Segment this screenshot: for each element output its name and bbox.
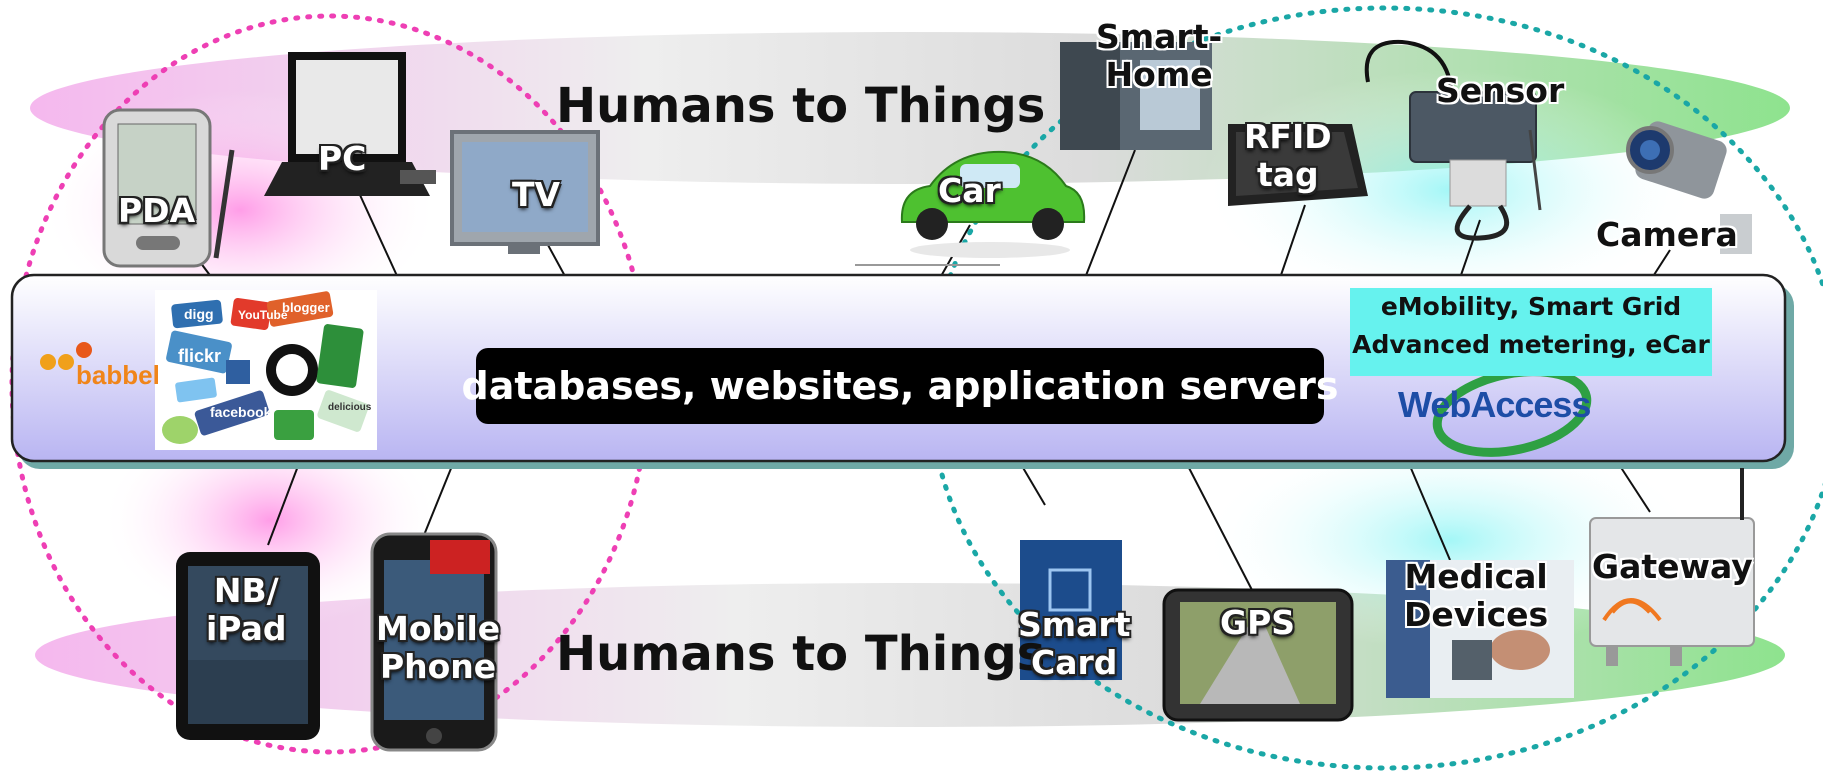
tv-device: [450, 130, 600, 254]
tv-label: TV: [512, 175, 561, 214]
mobile-phone-device: [370, 532, 498, 752]
emobility-line1: eMobility, Smart Grid: [1380, 292, 1682, 321]
gps-device: [1162, 588, 1354, 722]
pda-label: PDA: [118, 191, 196, 230]
ipad-device: [176, 552, 320, 740]
nb-ipad-label: NB/ iPad: [206, 572, 287, 648]
pda-device: [102, 108, 235, 268]
emobility-line2: Advanced metering, eCar: [1352, 330, 1710, 359]
pc-label: PC: [318, 139, 367, 178]
mobile-phone-line2: Phone: [379, 647, 497, 686]
blogger-tag: blogger: [282, 300, 330, 315]
delicious-tag: delicious: [328, 402, 372, 413]
digg-tag: digg: [184, 306, 214, 322]
smart-card-device: [1020, 540, 1122, 680]
babbel-logo: babbel: [76, 360, 160, 390]
car-device: [900, 150, 1086, 258]
babbel-logo-mark: [40, 342, 92, 370]
server-label: databases, websites, application servers: [462, 348, 1339, 424]
gateway-device: [1589, 468, 1755, 666]
smart-home-photo: [1060, 42, 1212, 150]
bottom-title: Humans to Things: [556, 626, 1046, 682]
smart-home-line1: Smart-: [1096, 17, 1223, 56]
social-collage: [155, 290, 377, 450]
rfid-tag-line1: RFID: [1244, 117, 1332, 156]
camera-label: Camera: [1596, 215, 1738, 254]
mobile-phone-label: Mobile Phone: [376, 610, 500, 686]
smart-card-label: Smart Card: [1018, 606, 1130, 682]
mobile-phone-line1: Mobile: [376, 609, 501, 648]
nb-ipad-line1: NB/: [213, 571, 279, 610]
medical-devices-photo: [1386, 560, 1574, 698]
smart-home-label: Smart- Home: [1096, 18, 1222, 94]
nb-ipad-line2: iPad: [206, 609, 287, 648]
car-label: Car: [938, 171, 1001, 210]
emobility-box: eMobility, Smart Grid Advanced metering,…: [1350, 288, 1712, 376]
youtube-tag: YouTube: [238, 308, 288, 322]
medical-devices-line2: Devices: [1404, 595, 1549, 634]
medical-devices-label: Medical Devices: [1404, 558, 1548, 634]
webaccess-logo: WebAccess: [1398, 384, 1591, 425]
medical-devices-line1: Medical: [1404, 557, 1548, 596]
top-title: Humans to Things: [556, 78, 1046, 134]
smart-card-line1: Smart: [1018, 605, 1131, 644]
rfid-tag-line2: tag: [1256, 155, 1319, 194]
sensor-device: [1364, 39, 1542, 241]
gateway-label: Gateway: [1592, 547, 1753, 586]
camera-device: [1626, 121, 1752, 254]
smart-card-line2: Card: [1031, 643, 1118, 682]
things-circle: [927, 5, 1823, 771]
facebook-tag: facebook: [210, 404, 272, 420]
gps-label: GPS: [1220, 603, 1296, 642]
rfid-tag-device: [1228, 124, 1368, 206]
sensor-label: Sensor: [1436, 71, 1565, 110]
smart-home-line2: Home: [1105, 55, 1213, 94]
rfid-tag-label: RFID tag: [1244, 118, 1332, 194]
pc-laptop: [264, 52, 436, 196]
flickr-tag: flickr: [178, 346, 222, 366]
